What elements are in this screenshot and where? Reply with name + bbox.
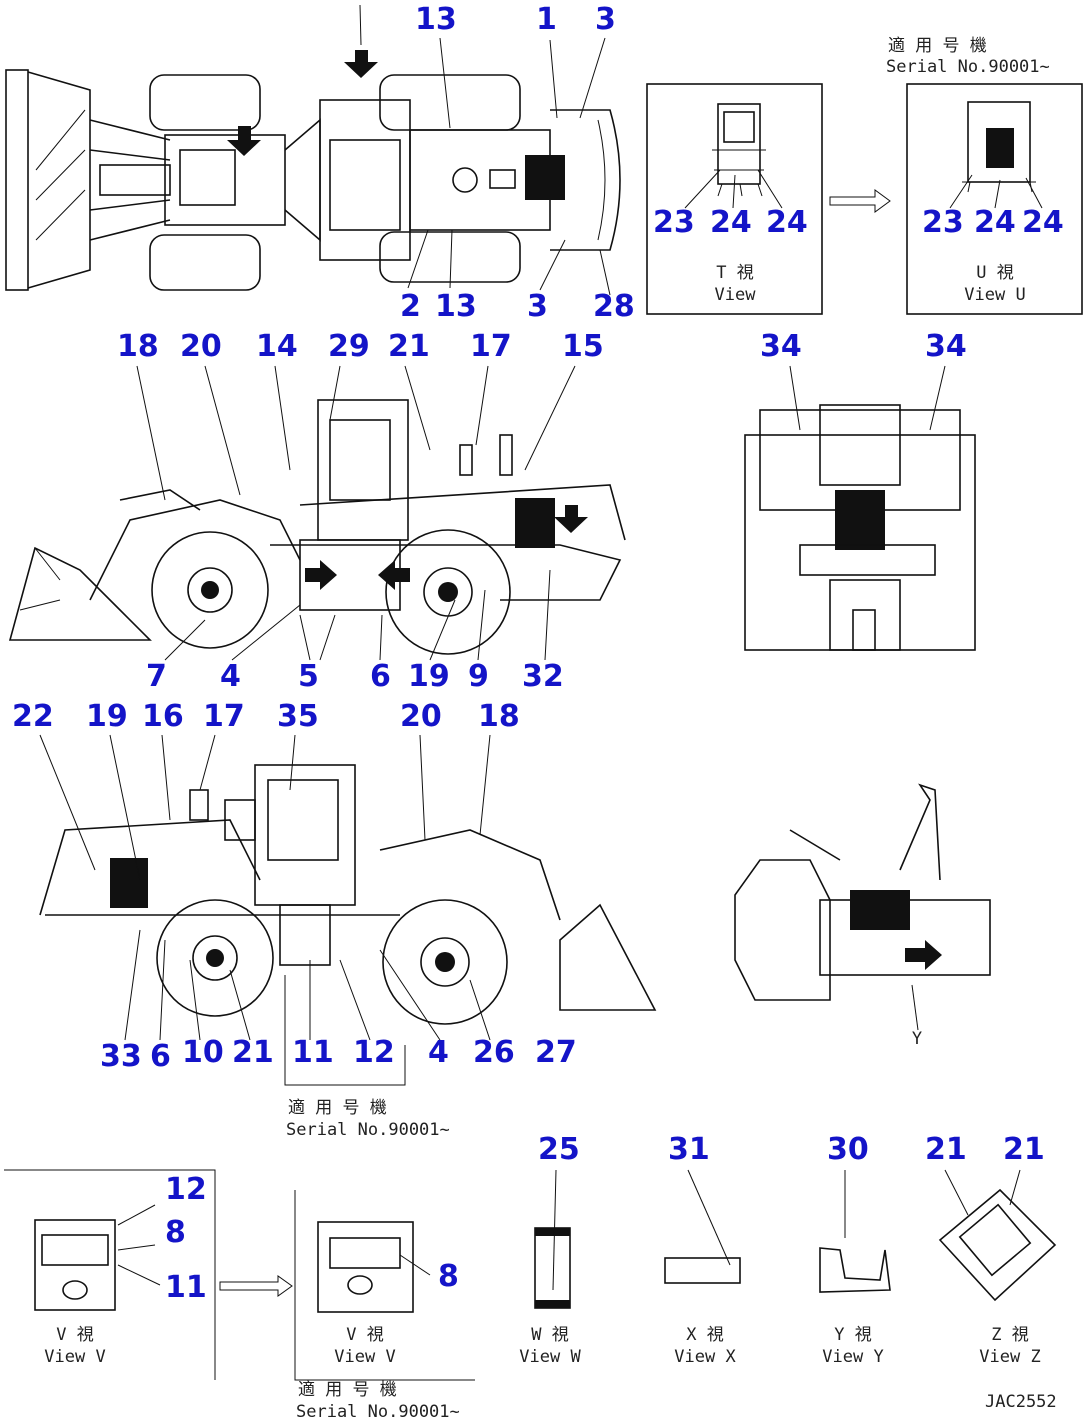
view-t: View [714, 285, 756, 305]
callout-34: 34 [760, 329, 802, 364]
callout-13: 13 [415, 2, 457, 37]
callout-5: 5 [298, 659, 319, 694]
view-z: View Z [979, 1347, 1041, 1367]
callout-35: 35 [277, 699, 319, 734]
callout-4: 4 [220, 659, 241, 694]
view-x: View X [674, 1347, 736, 1367]
serial-mid: Serial No.90001~ [286, 1120, 450, 1140]
callout-19: 19 [86, 699, 128, 734]
view-u-jp: U 視 [976, 263, 1014, 283]
callout-29: 29 [328, 329, 370, 364]
callout-20: 20 [180, 329, 222, 364]
callout-24: 24 [710, 205, 752, 240]
callout-12: 12 [165, 1172, 207, 1207]
callout-15: 15 [562, 329, 604, 364]
callout-22: 22 [12, 699, 54, 734]
view-t-jp: T 視 [716, 263, 754, 283]
callout-32: 32 [522, 659, 564, 694]
callout-10: 10 [182, 1035, 224, 1070]
callout-19: 19 [408, 659, 450, 694]
callout-31: 31 [668, 1132, 710, 1167]
view-y-jp: Y 視 [834, 1325, 872, 1345]
callout-21: 21 [388, 329, 430, 364]
rear-view-drawing [744, 365, 976, 651]
callout-24: 24 [1022, 205, 1064, 240]
view-t-drawing [646, 83, 823, 315]
callout-8: 8 [438, 1259, 459, 1294]
view-z-jp: Z 視 [991, 1325, 1029, 1345]
top-view-drawing [5, 4, 621, 296]
callout-25: 25 [538, 1132, 580, 1167]
callout-12: 12 [353, 1035, 395, 1070]
view-v1-jp: V 視 [56, 1325, 94, 1345]
view-v2: View V [334, 1347, 396, 1367]
view-v2-jp: V 視 [346, 1325, 384, 1345]
callout-6: 6 [370, 659, 391, 694]
callout-28: 28 [593, 289, 635, 324]
operator-view-drawing [734, 783, 991, 1031]
view-u-drawing [906, 83, 1083, 315]
callout-20: 20 [400, 699, 442, 734]
callout-13: 13 [435, 289, 477, 324]
callout-21: 21 [232, 1035, 274, 1070]
callout-17: 17 [470, 329, 512, 364]
callout-18: 18 [478, 699, 520, 734]
view-y-marker: Y [911, 1029, 923, 1049]
callout-3: 3 [527, 289, 548, 324]
callout-26: 26 [473, 1035, 515, 1070]
view-v-drawing [4, 1169, 475, 1381]
callout-14: 14 [256, 329, 298, 364]
callout-16: 16 [142, 699, 184, 734]
view-w-jp: W 視 [531, 1325, 569, 1345]
callout-17: 17 [203, 699, 245, 734]
view-y: View Y [822, 1347, 884, 1367]
serial-bot: Serial No.90001~ [296, 1402, 460, 1422]
callout-3: 3 [595, 2, 616, 37]
hollow-arrow [829, 189, 891, 213]
side-view-1-drawing [8, 365, 626, 661]
callout-1: 1 [536, 2, 557, 37]
callout-23: 23 [922, 205, 964, 240]
callout-11: 11 [292, 1035, 334, 1070]
callout-33: 33 [100, 1039, 142, 1074]
serial-top: Serial No.90001~ [886, 57, 1050, 77]
serial-bot-jp: 適 用 号 機 [298, 1380, 397, 1400]
callout-4: 4 [428, 1035, 449, 1070]
callout-6: 6 [150, 1039, 171, 1074]
callout-24: 24 [766, 205, 808, 240]
serial-top-jp: 適 用 号 機 [888, 36, 987, 56]
callout-9: 9 [468, 659, 489, 694]
view-w: View W [519, 1347, 581, 1367]
views-wxyz-drawing [534, 1169, 1057, 1309]
callout-21: 21 [1003, 1132, 1045, 1167]
callout-21: 21 [925, 1132, 967, 1167]
callout-23: 23 [653, 205, 695, 240]
view-v1: View V [44, 1347, 106, 1367]
callout-27: 27 [535, 1035, 577, 1070]
view-u: View U [964, 285, 1026, 305]
callout-11: 11 [165, 1270, 207, 1305]
callout-2: 2 [400, 289, 421, 324]
callout-34: 34 [925, 329, 967, 364]
callout-24: 24 [974, 205, 1016, 240]
callout-18: 18 [117, 329, 159, 364]
view-x-jp: X 視 [686, 1325, 724, 1345]
side-view-2-drawing [39, 734, 657, 1086]
callout-7: 7 [146, 659, 167, 694]
serial-mid-jp: 適 用 号 機 [288, 1098, 387, 1118]
drawing-number: JAC2552 [985, 1392, 1057, 1412]
callout-8: 8 [165, 1215, 186, 1250]
callout-30: 30 [827, 1132, 869, 1167]
